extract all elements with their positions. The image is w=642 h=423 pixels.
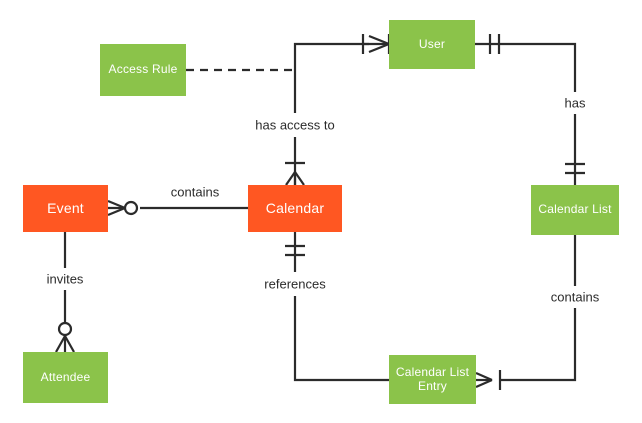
entity-calendar-list-entry[interactable]: Calendar List Entry (389, 355, 476, 404)
doublebar-user-right (488, 34, 501, 54)
doublebar-calendar-bottom (285, 244, 305, 257)
entity-calendar-list-entry-label: Calendar List Entry (395, 364, 470, 393)
edge-label-invites: invites (43, 271, 87, 287)
crowsfoot-attendee-top (55, 321, 75, 353)
entity-event[interactable]: Event (23, 185, 108, 232)
entity-access-rule-label: Access Rule (108, 62, 178, 77)
edge-label-has-access-to: has access to (252, 117, 338, 133)
line-has-upper (475, 42, 577, 92)
edge-label-contains-event-calendar: contains (167, 184, 223, 200)
entity-access-rule[interactable]: Access Rule (100, 44, 186, 96)
entity-user[interactable]: User (389, 20, 475, 69)
line-contains-list-lower (500, 308, 577, 382)
edge-label-has: has (561, 95, 589, 111)
crowsfoot-event-right (107, 199, 139, 217)
entity-calendar-label: Calendar (265, 200, 325, 217)
entity-calendar-list-label: Calendar List (538, 202, 612, 217)
edge-label-contains-list-entry: contains (547, 289, 603, 305)
edge-label-references: references (261, 276, 329, 292)
entity-attendee[interactable]: Attendee (23, 352, 108, 403)
entity-calendar-list[interactable]: Calendar List (531, 185, 619, 235)
entity-calendar[interactable]: Calendar (248, 185, 342, 232)
entity-event-label: Event (47, 200, 84, 217)
entity-attendee-label: Attendee (40, 369, 91, 384)
entity-user-label: User (418, 36, 446, 51)
doublebar-calendar-list-top (565, 162, 585, 175)
line-references-lower (293, 296, 389, 382)
crowsfoot-calendar-top (285, 161, 305, 186)
crowsfoot-calendar-list-entry-right (475, 370, 502, 390)
line-has-access-to (293, 42, 389, 113)
